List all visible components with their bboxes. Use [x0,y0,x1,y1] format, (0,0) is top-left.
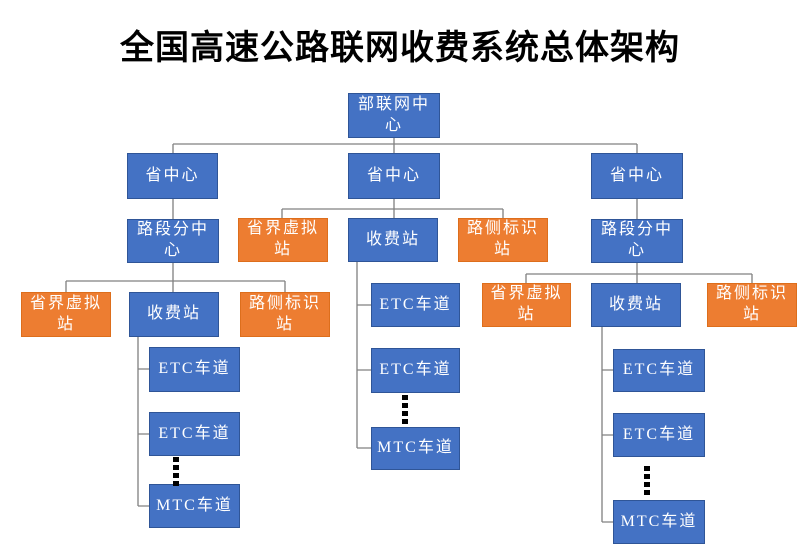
node-etc-lane-1-left: ETC车道 [149,347,240,392]
node-label-etc-lane-2-mid: ETC车道 [379,361,452,379]
page-title: 全国高速公路联网收费系统总体架构 [120,29,680,67]
node-province-border-virtual-station-right: 省界虚拟 站 [482,283,571,327]
connector-toll-right-to-lanes [601,327,613,523]
node-label-province-center-left: 省中心 [145,166,200,184]
node-label-ministry-network-center: 部联网中 心 [357,95,430,134]
node-roadside-marker-station-mid: 路侧标识 站 [458,218,548,262]
node-label-etc-lane-1-mid: ETC车道 [379,295,452,313]
ellipsis-dot [402,411,408,416]
node-roadside-marker-station-right: 路侧标识 站 [707,283,797,327]
ellipsis-dot [644,474,650,479]
ellipsis-dot [173,481,179,486]
node-etc-lane-2-left: ETC车道 [149,412,240,456]
ellipsis-dot [644,482,650,487]
node-label-mtc-lane-right: MTC车道 [620,512,698,530]
connector-province-mid-to-stations [281,199,504,218]
node-mtc-lane-mid: MTC车道 [371,427,460,470]
node-label-road-section-subcenter-left: 路段分中 心 [136,221,209,259]
node-label-province-border-virtual-station-right: 省界虚拟 站 [490,285,563,323]
connector-subcenter-left-to-stations [65,263,286,292]
ellipsis-dot [402,403,408,408]
node-label-roadside-marker-station-left: 路侧标识 站 [248,294,321,333]
node-toll-station-left: 收费站 [129,292,219,337]
ellipsis-dot [173,457,179,462]
node-label-roadside-marker-station-right: 路侧标识 站 [715,285,788,323]
node-toll-station-right: 收费站 [591,283,681,327]
connector-toll-mid-to-lanes [356,262,371,449]
lane-ellipsis-left-icon [173,457,179,486]
node-province-center-left: 省中心 [127,153,218,199]
node-province-border-virtual-station-mid: 省界虚拟 站 [238,218,328,262]
node-toll-station-mid: 收费站 [348,218,438,262]
node-label-toll-station-right: 收费站 [608,295,663,313]
connector-ministry-to-provinces [172,138,638,153]
node-label-etc-lane-2-right: ETC车道 [622,425,696,443]
node-label-etc-lane-2-left: ETC车道 [158,424,231,442]
node-label-roadside-marker-station-mid: 路侧标识 站 [466,220,539,258]
node-etc-lane-2-right: ETC车道 [613,413,705,457]
node-mtc-lane-left: MTC车道 [149,484,240,528]
lane-ellipsis-right-icon [644,466,650,495]
node-mtc-lane-right: MTC车道 [613,500,705,544]
node-ministry-network-center: 部联网中 心 [348,93,440,138]
node-label-etc-lane-1-right: ETC车道 [622,361,696,379]
node-province-center-mid: 省中心 [348,153,440,199]
node-label-toll-station-mid: 收费站 [365,230,420,248]
node-label-province-center-mid: 省中心 [366,166,421,184]
node-label-province-center-right: 省中心 [609,166,664,184]
node-label-road-section-subcenter-right: 路段分中 心 [600,221,673,259]
node-roadside-marker-station-left: 路侧标识 站 [240,292,330,337]
node-label-mtc-lane-left: MTC车道 [156,496,233,514]
node-road-section-subcenter-left: 路段分中 心 [127,219,219,263]
node-label-province-border-virtual-station-mid: 省界虚拟 站 [246,220,319,258]
node-province-center-right: 省中心 [591,153,683,199]
connector-toll-left-to-lanes [137,337,149,507]
ellipsis-dot [402,419,408,424]
ellipsis-dot [644,466,650,471]
node-label-mtc-lane-mid: MTC车道 [377,439,454,457]
lane-ellipsis-mid-icon [402,395,408,424]
node-etc-lane-1-mid: ETC车道 [371,283,460,327]
connector-subcenter-right-to-stations [525,263,753,283]
node-etc-lane-2-mid: ETC车道 [371,348,460,393]
ellipsis-dot [402,395,408,400]
node-label-toll-station-left: 收费站 [146,305,201,323]
node-road-section-subcenter-right: 路段分中 心 [591,219,683,263]
node-label-province-border-virtual-station-left: 省界虚拟 站 [29,294,102,333]
node-label-etc-lane-1-left: ETC车道 [158,360,231,378]
node-etc-lane-1-right: ETC车道 [613,349,705,392]
node-province-border-virtual-station-left: 省界虚拟 站 [21,292,111,337]
ellipsis-dot [644,490,650,495]
ellipsis-dot [173,473,179,478]
ellipsis-dot [173,465,179,470]
